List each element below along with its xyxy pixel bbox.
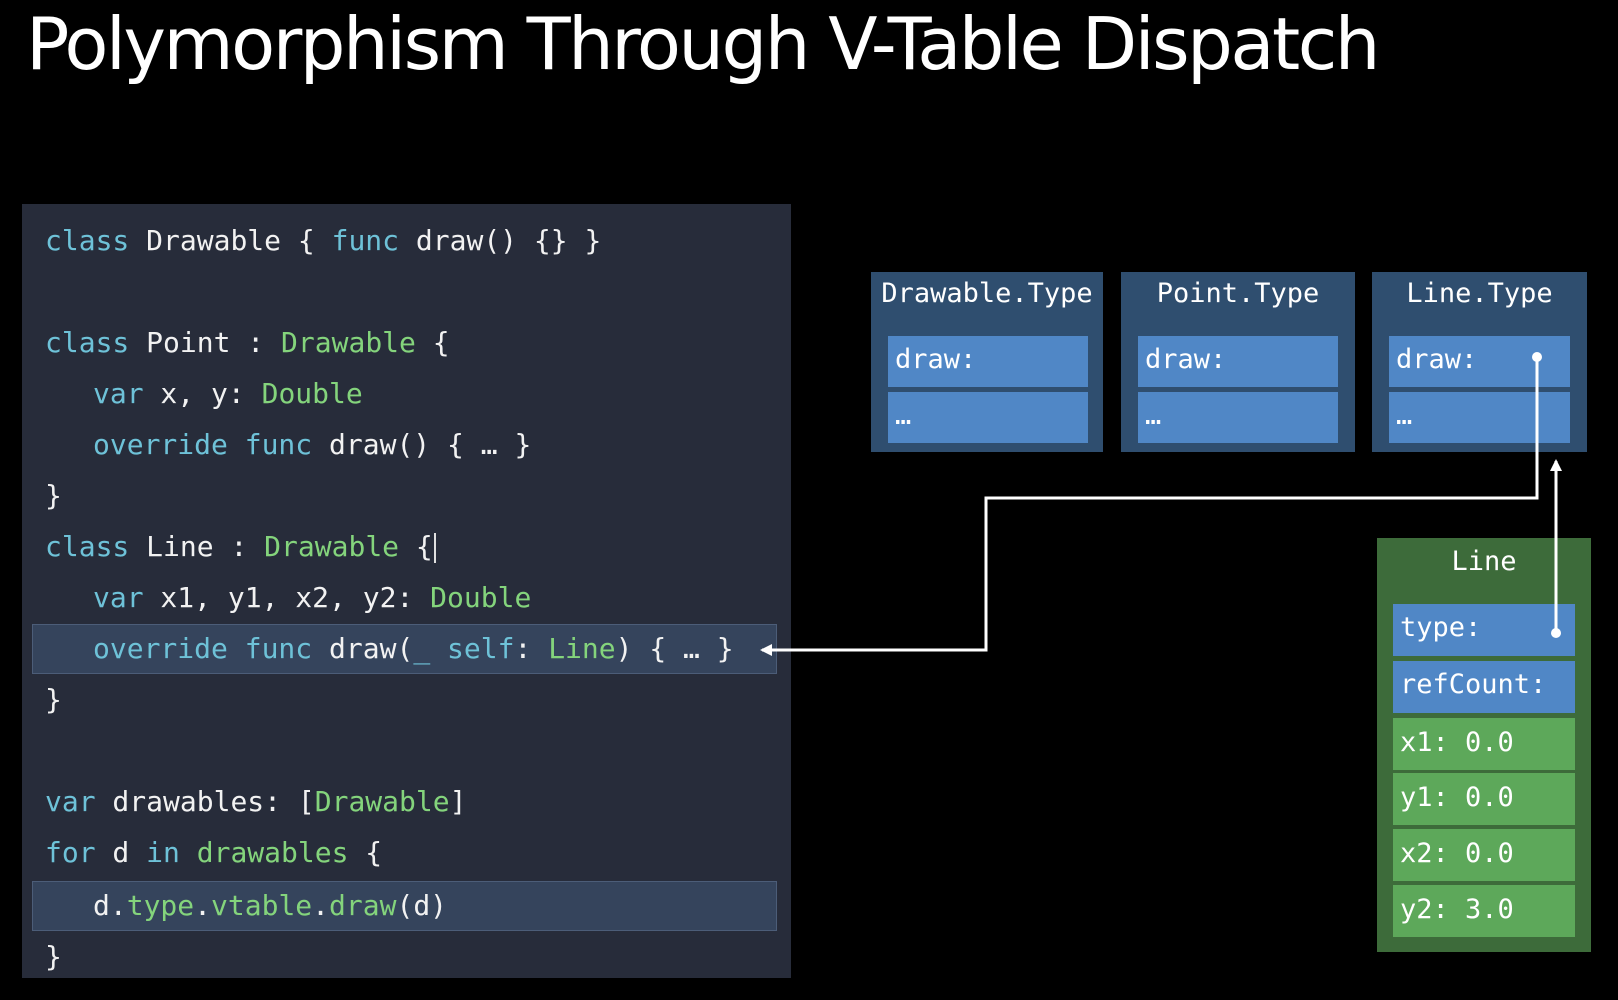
code-line-7: class Line : Drawable { <box>45 527 436 567</box>
code-line-10: } <box>45 683 62 716</box>
type-pointer-dot <box>1551 628 1561 638</box>
vtable-draw-slot: draw: <box>888 336 1088 387</box>
code-panel: class Drawable { func draw() {} } class … <box>22 204 791 978</box>
draw-pointer-arrow <box>760 357 1539 656</box>
slide-title: Polymorphism Through V-Table Dispatch <box>26 2 1380 86</box>
code-line-1: class Drawable { func draw() {} } <box>45 224 602 257</box>
vtable-line: Line.Type draw: … <box>1372 272 1587 452</box>
code-line-6: } <box>45 479 62 512</box>
field-type: type: <box>1393 604 1575 656</box>
code-line-13: for d in drawables { <box>45 836 383 869</box>
vtable-more-slot: … <box>1138 392 1338 443</box>
vtable-title: Point.Type <box>1156 278 1320 309</box>
vtable-title: Line.Type <box>1406 278 1553 309</box>
text-cursor <box>433 533 436 563</box>
highlight-line-dispatch-call <box>32 881 777 931</box>
field-refcount: refCount: <box>1393 661 1575 713</box>
field-x2: x2: 0.0 <box>1393 829 1575 881</box>
vtable-draw-slot: draw: <box>1138 336 1338 387</box>
vtable-more-slot: … <box>1389 392 1570 443</box>
instance-title: Line <box>1451 546 1517 577</box>
vtable-point: Point.Type draw: … <box>1121 272 1355 452</box>
code-line-12: var drawables: [Drawable] <box>45 785 467 818</box>
field-x1: x1: 0.0 <box>1393 718 1575 770</box>
vtable-drawable: Drawable.Type draw: … <box>871 272 1103 452</box>
code-line-3: class Point : Drawable { <box>45 326 450 359</box>
vtable-title: Drawable.Type <box>881 278 1093 309</box>
code-line-9: override func draw(_ self: Line) { … } <box>93 632 734 665</box>
code-line-8: var x1, y1, x2, y2: Double <box>93 581 532 614</box>
line-instance: Line type: refCount: x1: 0.0 y1: 0.0 x2:… <box>1377 538 1591 952</box>
vtable-draw-slot: draw: <box>1389 336 1570 387</box>
field-y2: y2: 3.0 <box>1393 885 1575 937</box>
draw-pointer-dot <box>1532 352 1542 362</box>
highlight-line-draw-override <box>32 624 777 674</box>
field-y1: y1: 0.0 <box>1393 773 1575 825</box>
code-line-14: d.type.vtable.draw(d) <box>93 889 448 922</box>
code-line-4: var x, y: Double <box>93 377 363 410</box>
vtable-more-slot: … <box>888 392 1088 443</box>
code-line-5: override func draw() { … } <box>93 428 532 461</box>
code-line-15: } <box>45 940 62 973</box>
